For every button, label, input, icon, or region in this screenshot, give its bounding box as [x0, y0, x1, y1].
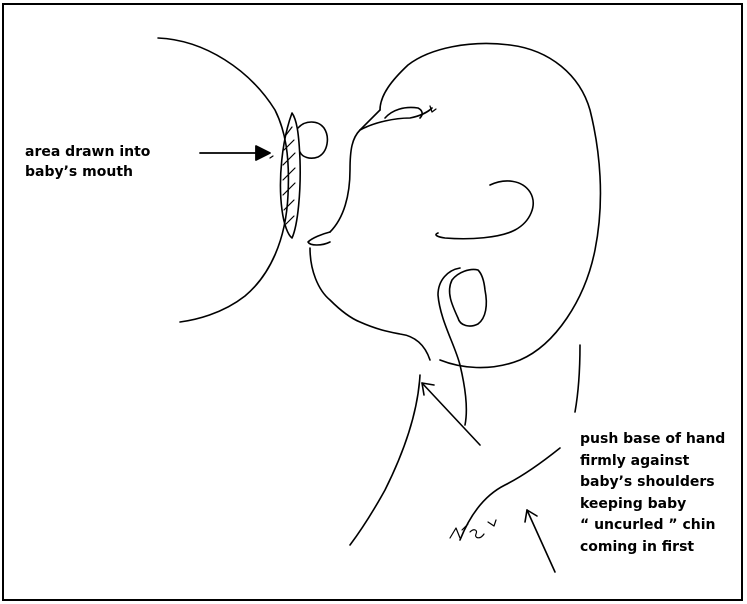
- label-area-into-mouth: area drawn into baby’s mouth: [25, 142, 150, 182]
- label-mouth-line-2: baby’s mouth: [25, 162, 150, 182]
- label-hand-line-2: firmly against: [580, 451, 725, 473]
- arrow-neck-push: [422, 383, 480, 445]
- label-hand-line-6: coming in first: [580, 537, 725, 559]
- nipple: [298, 122, 327, 158]
- baby-ear: [436, 181, 533, 239]
- baby-brow: [330, 110, 380, 232]
- label-mouth-line-1: area drawn into: [25, 142, 150, 162]
- artist-signature: [450, 520, 496, 538]
- baby-head-outline: [380, 44, 600, 368]
- arrow-shoulder-push: [525, 510, 555, 572]
- baby-back-line: [350, 375, 420, 545]
- supporting-hand-outline: [438, 268, 466, 425]
- baby-lower-lip-chin: [310, 248, 430, 360]
- label-hand-line-5: “ uncurled ” chin: [580, 515, 725, 537]
- arrow-to-areola: [200, 146, 270, 160]
- baby-shoulder-line: [460, 448, 560, 540]
- label-hand-line-1: push base of hand: [580, 429, 725, 451]
- supporting-hand-thumb: [450, 269, 487, 326]
- baby-neck-shoulder: [575, 345, 580, 412]
- label-hand-line-3: baby’s shoulders: [580, 472, 725, 494]
- label-hand-line-4: keeping baby: [580, 494, 725, 516]
- breast-outline: [158, 38, 288, 322]
- baby-upper-lip: [308, 232, 330, 245]
- label-hand-instructions: push base of hand firmly against baby’s …: [580, 429, 725, 558]
